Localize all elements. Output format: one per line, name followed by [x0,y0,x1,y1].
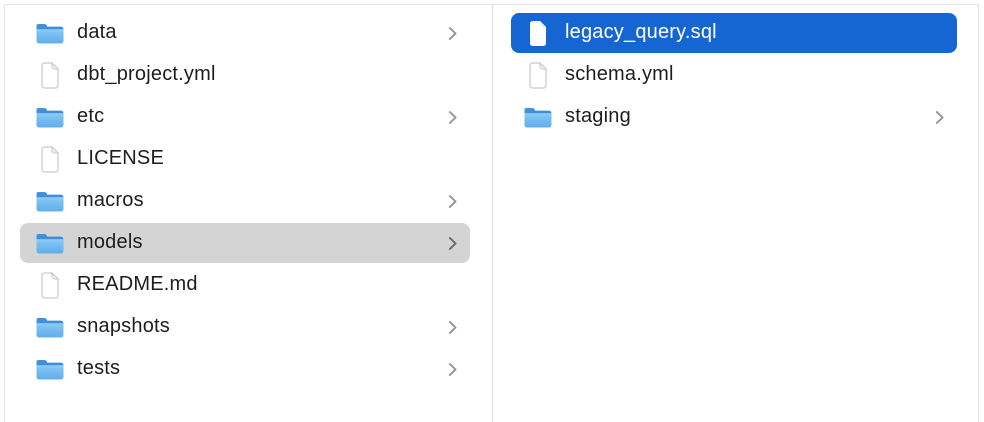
list-item[interactable]: schema.yml [511,55,957,95]
file-icon [41,271,60,299]
folder-icon [524,108,552,128]
file-icon [41,61,60,89]
item-label: dbt_project.yml [77,63,216,85]
chevron-right-icon [934,109,945,126]
folder-icon [36,360,64,380]
list-item[interactable]: legacy_query.sql [511,13,957,53]
list-item[interactable]: etc [20,97,470,137]
chevron-right-icon [447,361,458,378]
file-list-column-models: legacy_query.sql schema.yml staging [493,5,978,422]
list-item[interactable]: models [20,223,470,263]
folder-icon [36,318,64,338]
item-label: README.md [77,273,198,295]
chevron-right-icon [447,319,458,336]
list-item[interactable]: staging [511,97,957,137]
chevron-right-icon [447,25,458,42]
file-icon [41,145,60,173]
item-label: etc [77,105,105,127]
list-item[interactable]: tests [20,349,470,389]
item-label: LICENSE [77,147,164,169]
chevron-right-icon [447,235,458,252]
file-icon [530,20,546,46]
item-label: models [77,231,143,253]
list-item[interactable]: README.md [20,265,470,305]
list-item[interactable]: data [20,13,470,53]
list-item[interactable]: dbt_project.yml [20,55,470,95]
item-label: schema.yml [565,63,674,85]
folder-icon [36,108,64,128]
file-browser: data dbt_project.yml etc [4,4,979,422]
folder-icon [36,24,64,44]
item-label: legacy_query.sql [565,21,717,43]
folder-icon [36,234,64,254]
item-label: tests [77,357,121,379]
file-list-column-parent: data dbt_project.yml etc [5,5,492,422]
item-label: staging [565,105,631,127]
item-label: data [77,21,117,43]
item-label: macros [77,189,144,211]
column-divider[interactable] [492,5,493,422]
item-label: snapshots [77,315,170,337]
list-item[interactable]: macros [20,181,470,221]
chevron-right-icon [447,109,458,126]
list-item[interactable]: LICENSE [20,139,470,179]
chevron-right-icon [447,193,458,210]
folder-icon [36,192,64,212]
file-icon [529,61,548,89]
list-item[interactable]: snapshots [20,307,470,347]
